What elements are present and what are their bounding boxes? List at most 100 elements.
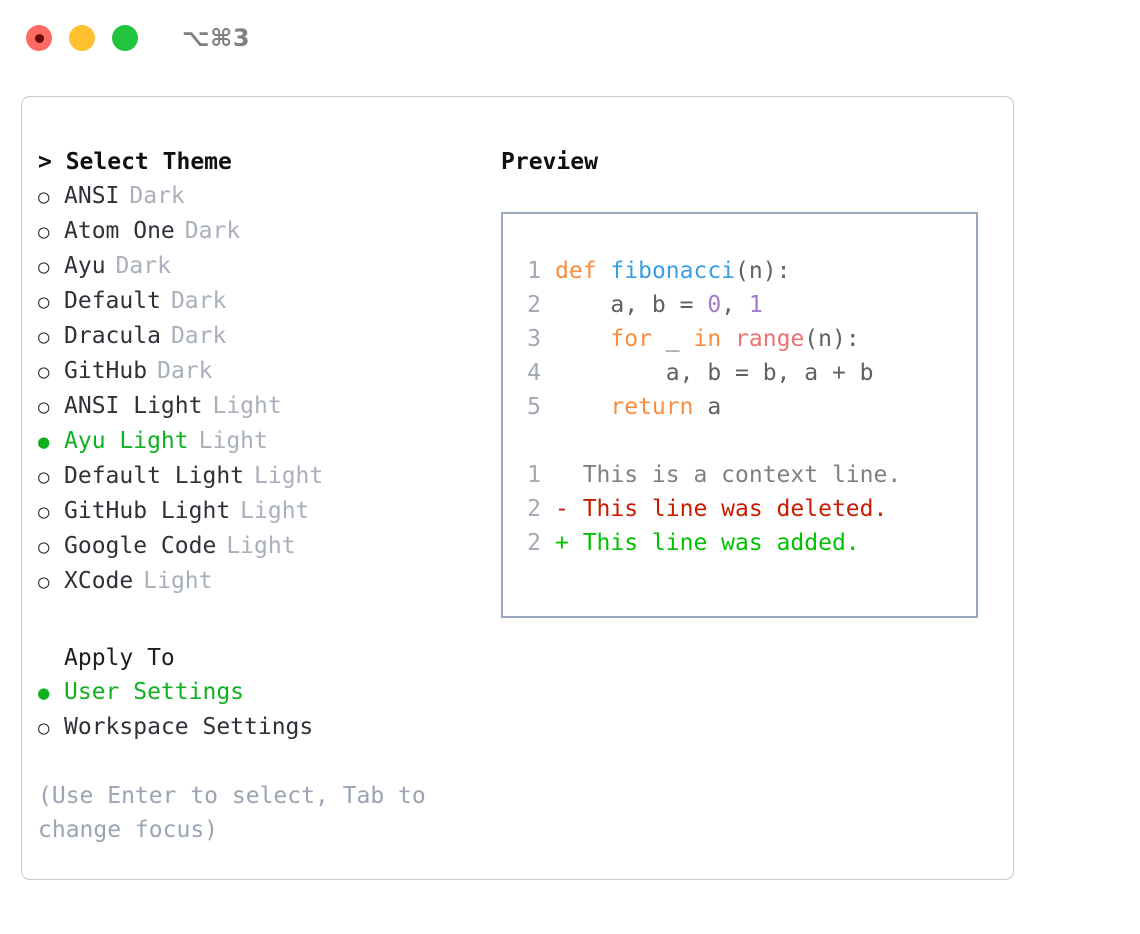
theme-option-label: ANSI [64, 183, 120, 209]
window-titlebar: ⌥⌘3 [0, 0, 1140, 76]
select-theme-heading: > Select Theme [38, 149, 232, 175]
line-number: 1 [527, 258, 541, 284]
minimize-button-icon[interactable] [69, 25, 95, 51]
apply-to-option-label: User Settings [64, 679, 245, 705]
theme-option-xcode[interactable]: ○ XCode Light [38, 564, 482, 599]
code-token [721, 322, 735, 356]
code-token: return [610, 394, 694, 420]
code-line: 4 a, b = b, a + b [503, 356, 976, 390]
diff-line: 2+ This line was added. [503, 526, 976, 560]
theme-option-atom-one[interactable]: ○ Atom One Dark [38, 214, 482, 249]
code-token: _ [651, 326, 694, 352]
code-token: def [555, 258, 597, 284]
code-token: in [693, 326, 722, 352]
code-token [555, 390, 610, 424]
radio-icon: ○ [38, 571, 50, 593]
theme-option-label: Atom One [64, 218, 175, 244]
theme-option-kind: Light [226, 533, 296, 559]
theme-option-label: GitHub Light [64, 498, 231, 524]
theme-option-kind: Light [212, 393, 282, 419]
radio-icon: ○ [38, 501, 50, 523]
code-token: This is a context line. [555, 462, 902, 488]
code-token: for [610, 326, 652, 352]
theme-option-kind: Dark [170, 323, 227, 349]
theme-selection-column: > Select Theme ○ ANSI Dark ○ Atom One Da… [22, 145, 482, 847]
theme-option-label: GitHub [64, 358, 148, 384]
code-line: 2 a, b = 0, 1 [503, 288, 976, 322]
code-token: - This line was deleted. [555, 496, 888, 522]
theme-option-kind: Light [143, 568, 213, 594]
theme-option-kind: Light [240, 498, 310, 524]
code-token: (n): [804, 326, 860, 352]
theme-option-label: Ayu [64, 253, 106, 279]
code-token: 1 [748, 292, 763, 318]
keyboard-hint-text: (Use Enter to select, Tab to change focu… [38, 783, 426, 843]
radio-icon: ○ [38, 536, 50, 558]
theme-option-ansi[interactable]: ○ ANSI Dark [38, 179, 482, 214]
code-token: , [721, 292, 749, 318]
theme-option-label: Ayu Light [64, 428, 189, 454]
theme-option-label: Google Code [64, 533, 217, 559]
code-token: a [693, 394, 722, 420]
code-token [555, 322, 610, 356]
window-shortcut-label: ⌥⌘3 [182, 24, 251, 52]
code-line: 1 def fibonacci(n): [503, 254, 976, 288]
panel-columns: > Select Theme ○ ANSI Dark ○ Atom One Da… [22, 97, 1013, 847]
theme-option-kind: Dark [115, 253, 171, 279]
line-number: 5 [527, 394, 541, 420]
close-button-icon[interactable] [26, 25, 52, 51]
radio-icon: ○ [38, 466, 50, 488]
window-controls [26, 25, 138, 51]
code-line: 3 for _ in range(n): [503, 322, 976, 356]
theme-option-dracula[interactable]: ○ Dracula Dark [38, 319, 482, 354]
radio-icon: ○ [38, 326, 50, 348]
radio-icon: ○ [38, 361, 50, 383]
radio-selected-icon: ● [38, 431, 50, 453]
theme-option-github-light[interactable]: ○ GitHub Light Light [38, 494, 482, 529]
theme-option-label: ANSI Light [64, 393, 203, 419]
theme-option-github[interactable]: ○ GitHub Dark [38, 354, 482, 389]
preview-heading: Preview [501, 149, 598, 175]
maximize-button-icon[interactable] [112, 25, 138, 51]
radio-icon: ○ [38, 291, 50, 313]
diff-line: 1 This is a context line. [503, 458, 976, 492]
theme-option-ayu[interactable]: ○ Ayu Dark [38, 249, 482, 284]
code-token: a, b = b, a + b [555, 360, 874, 386]
apply-to-option-list: ● User Settings ○ Workspace Settings [38, 675, 482, 745]
line-number: 2 [527, 292, 541, 318]
theme-option-label: Default Light [64, 463, 245, 489]
theme-option-kind: Dark [157, 358, 213, 384]
theme-option-kind: Dark [170, 288, 227, 314]
line-number: 4 [527, 360, 541, 386]
apply-to-option-label: Workspace Settings [64, 714, 314, 740]
theme-option-google-code[interactable]: ○ Google Code Light [38, 529, 482, 564]
theme-option-ansi-light[interactable]: ○ ANSI Light Light [38, 389, 482, 424]
apply-to-option-workspace-settings[interactable]: ○ Workspace Settings [38, 710, 482, 745]
code-token: (n): [735, 258, 791, 284]
theme-picker-panel: > Select Theme ○ ANSI Dark ○ Atom One Da… [21, 96, 1014, 880]
apply-to-option-user-settings[interactable]: ● User Settings [38, 675, 482, 710]
diff-line: 2 - This line was deleted. [503, 492, 976, 526]
line-number: 2 [527, 530, 541, 556]
theme-option-label: Default [64, 288, 161, 314]
radio-selected-icon: ● [38, 682, 50, 704]
theme-option-label: Dracula [64, 323, 161, 349]
line-number: 2 [527, 496, 541, 522]
code-token: 0 [707, 292, 722, 318]
theme-option-ayu-light[interactable]: ● Ayu Light Light [38, 424, 482, 459]
code-token: range [735, 326, 805, 352]
code-line: 5 return a [503, 390, 976, 424]
code-diff-spacer [503, 424, 976, 458]
code-token [597, 254, 611, 288]
theme-option-default-light[interactable]: ○ Default Light Light [38, 459, 482, 494]
code-token: fibonacci [610, 258, 736, 284]
radio-icon: ○ [38, 717, 50, 739]
line-number: 1 [527, 462, 541, 488]
theme-option-default[interactable]: ○ Default Dark [38, 284, 482, 319]
theme-option-list: ○ ANSI Dark ○ Atom One Dark ○ Ayu Dark [38, 179, 482, 599]
radio-icon: ○ [38, 256, 50, 278]
list-spacer [38, 599, 482, 641]
